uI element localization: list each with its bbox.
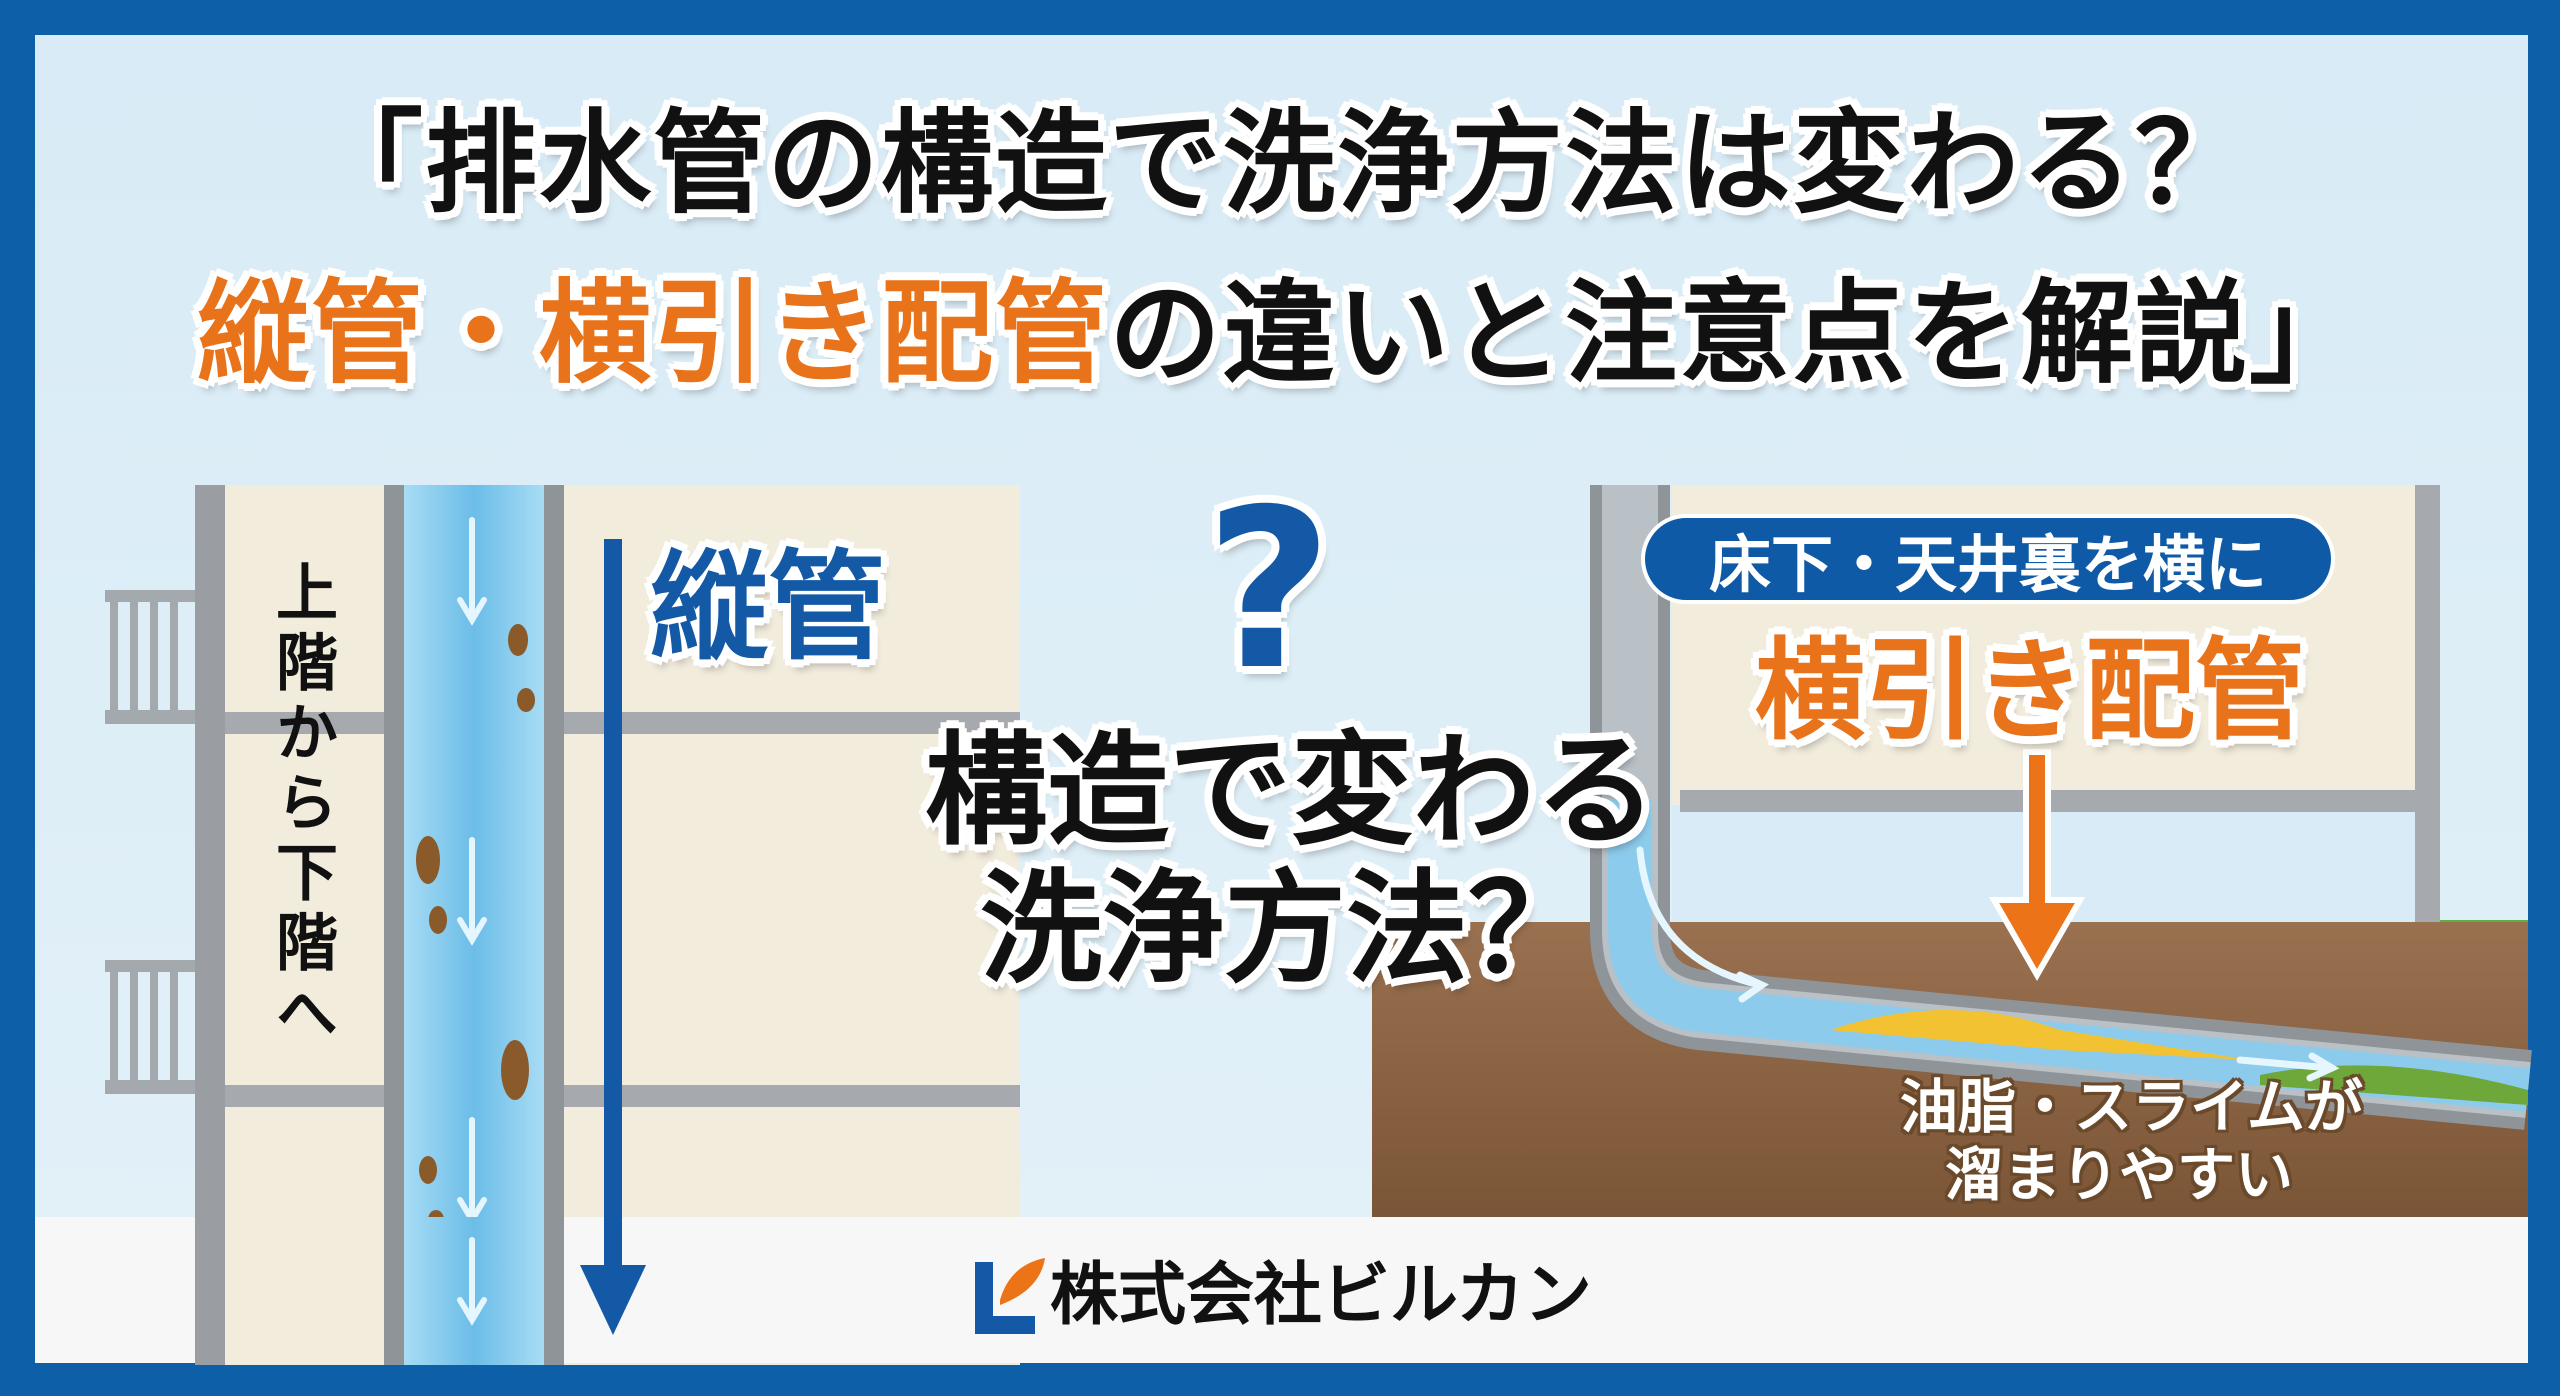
side-text: 上階から下階へ [265,560,338,1050]
title-line-1: 「排水管の構造で洗浄方法は変わる？ [311,99,2249,229]
down-arrow-icon-orange [1988,749,2086,982]
note-line-1: 油脂・スライムが [1900,1073,2363,1141]
horizontal-pipe-label: 横引き配管 [1755,627,2305,755]
question-mark-icon: ? [1205,462,1333,718]
note-line-2: 溜まりやすい [1945,1141,2294,1209]
title-rest: の違いと注意点を解説」 [1109,269,2363,399]
company-logo-icon [975,1258,1045,1334]
title-highlight: 縦管・横引き配管 [197,269,1109,399]
title-line-2: 縦管・横引き配管の違いと注意点を解説」 [0,278,2560,390]
center-line-2: 洗浄方法？ [980,858,1590,1000]
vertical-pipe-label: 縦管 [650,538,887,676]
center-line-1: 構造で変わる [925,720,1657,862]
location-pill: 床下・天井裏を横に [1641,514,2335,604]
company-name: 株式会社ビルカン [1050,1256,1592,1335]
